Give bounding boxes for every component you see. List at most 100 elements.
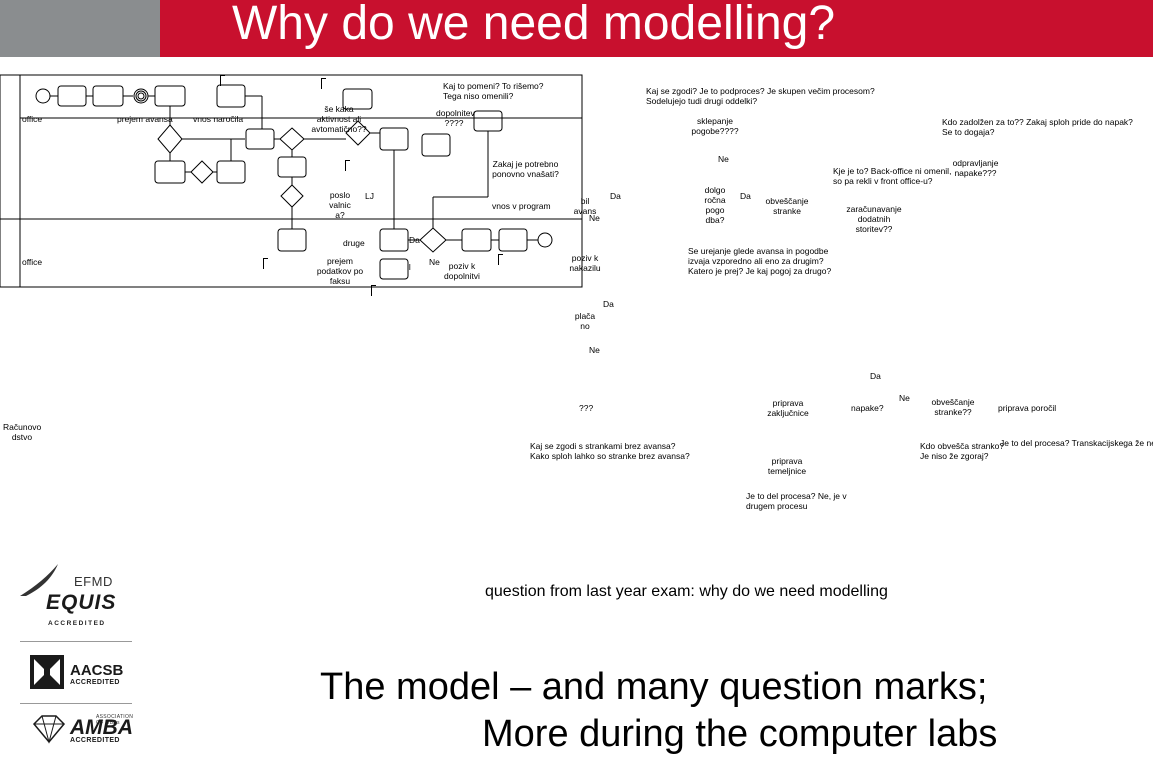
task-box bbox=[379, 258, 409, 280]
amba-logo: ASSOCIATION OF MBAs AMBA ACCREDITED bbox=[30, 712, 134, 748]
gateway bbox=[279, 127, 305, 151]
task-box bbox=[245, 128, 275, 150]
answer-no: Ne bbox=[718, 154, 729, 164]
slide-title: Why do we need modelling? bbox=[232, 0, 836, 50]
task-label: LJ bbox=[365, 191, 374, 201]
task-box bbox=[216, 160, 246, 184]
note: Je to del procesa? Ne, je v drugem proce… bbox=[746, 491, 847, 511]
answer-no: Ne bbox=[899, 393, 910, 403]
note: Kaj se zgodi? Je to podproces? Je skupen… bbox=[646, 86, 875, 106]
header-grey-block bbox=[0, 0, 160, 57]
note: obveščanje stranke bbox=[765, 196, 809, 216]
task-box bbox=[92, 85, 124, 107]
aacsb-accredited: ACCREDITED bbox=[70, 679, 120, 686]
answer-no: Ne bbox=[429, 257, 440, 267]
task-label: prejem avansa bbox=[117, 114, 173, 124]
efmd-wordmark: EFMD bbox=[74, 574, 113, 589]
annotation-bracket bbox=[345, 160, 350, 171]
note: Kje je to? Back-office ni omenil, so pa … bbox=[833, 166, 952, 186]
task-box bbox=[498, 228, 528, 252]
gateway bbox=[157, 124, 183, 154]
task-box bbox=[342, 88, 373, 110]
annotation-bracket bbox=[498, 254, 503, 265]
statement-line-1: The model – and many question marks; bbox=[320, 666, 988, 708]
annotation-bracket bbox=[371, 285, 376, 296]
note: Kaj to pomeni? To rišemo? Tega niso omen… bbox=[443, 81, 544, 101]
aacsb-emblem-icon bbox=[30, 655, 64, 689]
gateway bbox=[280, 184, 304, 208]
task-box bbox=[379, 228, 409, 252]
gateway bbox=[345, 120, 371, 146]
amba-wordmark: AMBA bbox=[70, 716, 133, 739]
answer-yes: Da bbox=[603, 299, 614, 309]
note: obveščanje stranke?? bbox=[931, 397, 975, 417]
task-box bbox=[216, 84, 246, 108]
gateway bbox=[419, 227, 447, 253]
task-label: vnos v program bbox=[492, 201, 551, 211]
note: zaračunavanje dodatnih storitev?? bbox=[846, 204, 902, 234]
logo-separator bbox=[20, 641, 132, 642]
task-box bbox=[461, 228, 492, 252]
answer-yes: Da bbox=[870, 371, 881, 381]
note: plača no bbox=[574, 311, 596, 331]
logo-separator bbox=[20, 703, 132, 704]
note: Se urejanje glede avansa in pogodbe izva… bbox=[688, 246, 832, 276]
note: napake? bbox=[851, 403, 884, 413]
amba-accredited: ACCREDITED bbox=[70, 737, 120, 744]
lane-label-2: office bbox=[22, 257, 43, 267]
answer-yes: Da bbox=[740, 191, 751, 201]
note: Je to del procesa? Transkacijskega že ne bbox=[1000, 438, 1153, 448]
annotation-bracket bbox=[321, 78, 326, 89]
end-event bbox=[537, 232, 553, 248]
task-label: druge bbox=[343, 238, 365, 248]
task-box bbox=[379, 127, 409, 151]
note: dopolnitev ???? bbox=[436, 108, 475, 128]
amba-association: ASSOCIATION OF MBAs bbox=[96, 714, 134, 726]
note: dolgo ročna pogo dba? bbox=[704, 185, 726, 225]
note: poziv k nakazilu bbox=[569, 253, 601, 273]
amba-diamond-icon bbox=[32, 715, 66, 744]
answer-no: Ne bbox=[589, 345, 600, 355]
aacsb-wordmark: AACSB bbox=[70, 662, 124, 679]
answer-no: Ne bbox=[589, 213, 600, 223]
task-label: še kaka aktivnost ali avtomatično?? bbox=[311, 104, 367, 134]
annotation-bracket bbox=[220, 75, 225, 86]
equis-logo: EFMD EQUIS ACCREDITED bbox=[18, 562, 133, 632]
answer-yes: Da bbox=[409, 235, 420, 245]
note: priprava poročil bbox=[998, 403, 1057, 413]
task-label: vnos naročila bbox=[193, 114, 244, 124]
equis-wordmark: EQUIS bbox=[46, 591, 117, 614]
start-event bbox=[35, 88, 51, 104]
task-box bbox=[154, 85, 186, 107]
lane-label-3: Računovo dstvo bbox=[3, 422, 42, 442]
bpmn-diagram bbox=[0, 74, 583, 288]
task-box bbox=[473, 110, 503, 132]
note: odpravljanje napake??? bbox=[952, 158, 999, 178]
annotation-bracket bbox=[263, 258, 268, 269]
note: bil avans bbox=[573, 196, 597, 216]
pool-frame bbox=[0, 74, 583, 288]
task-box bbox=[277, 228, 307, 252]
exam-question-caption: question from last year exam: why do we … bbox=[485, 583, 888, 600]
note: Kdo obvešča stranko? Je niso že zgoraj? bbox=[920, 441, 1005, 461]
note: Kaj se zgodi s strankami brez avansa? Ka… bbox=[530, 441, 690, 461]
header-bar bbox=[0, 0, 1153, 57]
note: Kdo zadolžen za to?? Zakaj sploh pride d… bbox=[942, 117, 1133, 137]
gateway bbox=[190, 160, 214, 184]
statement-line-2: More during the computer labs bbox=[482, 713, 998, 755]
task-box bbox=[154, 160, 186, 184]
lane-label-1: office bbox=[22, 114, 43, 124]
note: priprava zaključnice bbox=[767, 398, 809, 418]
task-label: il bbox=[407, 262, 411, 272]
aacsb-logo: AACSB ACCREDITED bbox=[30, 655, 130, 691]
task-box bbox=[421, 133, 451, 157]
note: sklepanje pogobe???? bbox=[691, 116, 739, 136]
task-label: poziv k dopolnitvi bbox=[444, 261, 480, 281]
note: ??? bbox=[579, 403, 594, 413]
answer-yes: Da bbox=[610, 191, 621, 201]
task-box bbox=[57, 85, 87, 107]
task-box bbox=[277, 156, 307, 178]
note: Zakaj je potrebno ponovno vnašati? bbox=[492, 159, 559, 179]
task-label: prejem podatkov po faksu bbox=[316, 256, 364, 286]
task-label: poslo valnic a? bbox=[329, 190, 351, 220]
